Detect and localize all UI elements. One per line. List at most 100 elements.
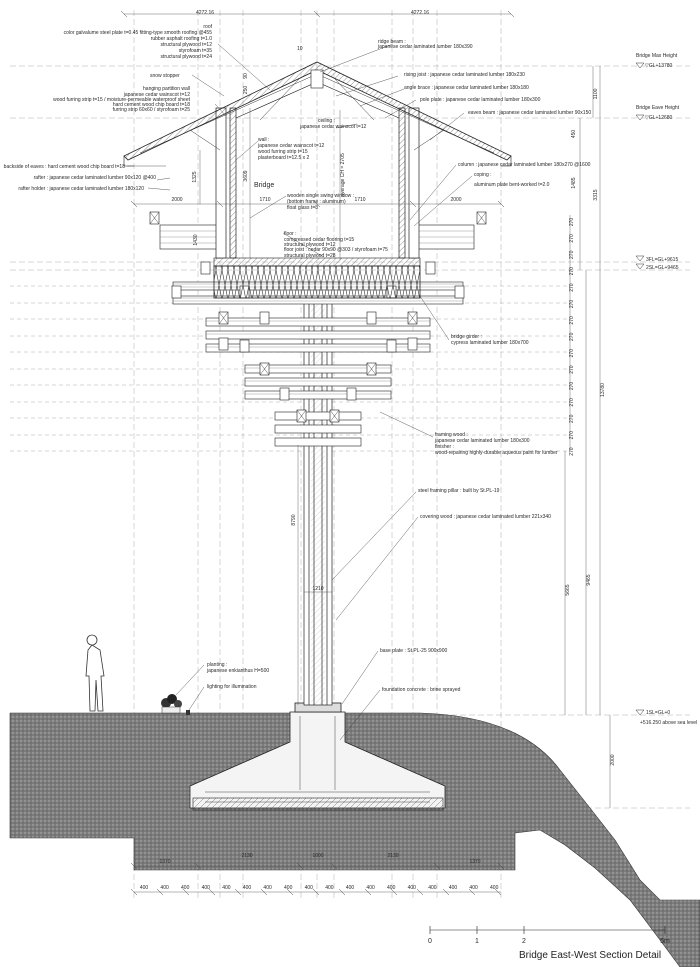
eave-height-name: Bridge Eave Height bbox=[636, 105, 680, 111]
dimension-lines bbox=[124, 13, 611, 893]
dim-400-label: 400 bbox=[263, 885, 272, 891]
dim-400-label: 400 bbox=[366, 885, 375, 891]
wall-1: japanese cedar wainscot t=12 bbox=[257, 143, 325, 149]
dim-400-label: 400 bbox=[160, 885, 169, 891]
bottom-1000: 1000 bbox=[312, 853, 323, 859]
foundation-base bbox=[192, 797, 444, 811]
hanging-wall-3: hard cement wood chip board t=18 bbox=[113, 102, 190, 108]
roof-label-5: structural plywood t=24 bbox=[160, 54, 212, 60]
sea-level-label: +516.250 above sea level bbox=[640, 720, 697, 726]
scale-2: 2 bbox=[522, 938, 526, 945]
max-height-value: ▽GL+13780 bbox=[645, 63, 673, 69]
roof-label-2: rubber asphalt roofing t=1.0 bbox=[151, 36, 213, 42]
eaves-ends bbox=[123, 156, 512, 167]
dim-1210: 1210 bbox=[312, 586, 323, 592]
roof-label-1: color galvalume steel plate t=0.45 fitti… bbox=[64, 30, 213, 36]
drawing-title: Bridge East-West Section Detail bbox=[519, 950, 662, 961]
roof-label-0: roof bbox=[203, 24, 212, 30]
floor-3: floor joist : cedar 90x90 @303 / styrofo… bbox=[284, 247, 388, 253]
scale-1: 1 bbox=[475, 938, 479, 945]
coping-1: aluminum plate bent-worked t=2.0 bbox=[474, 182, 550, 188]
floor-beam-lines bbox=[160, 230, 474, 244]
dim-1710-left: 1710 bbox=[259, 197, 270, 203]
dimension-ticks bbox=[120, 10, 515, 896]
fl1-label: 1SL=GL+0 bbox=[646, 710, 670, 716]
ceiling-0: ceiling : bbox=[318, 118, 335, 124]
ridge-beam bbox=[310, 69, 324, 89]
rafter-label: rafter : japanese cedar laminated lumber… bbox=[34, 175, 157, 181]
dim-1485: 1485 bbox=[571, 177, 577, 188]
window-0: wooden single swing window : bbox=[287, 193, 354, 199]
girder-0: bridge girder : bbox=[451, 334, 482, 340]
leader-lines bbox=[127, 43, 473, 741]
walls bbox=[215, 107, 420, 259]
dim-400-label: 400 bbox=[408, 885, 417, 891]
bottom-2130-a: 2130 bbox=[241, 853, 252, 859]
hanging-wall-0: hanging partition wall bbox=[143, 86, 190, 92]
eaves-beam: eaves beam : japanese cedar laminated lu… bbox=[468, 110, 591, 116]
scale-bar bbox=[429, 926, 666, 934]
framing-0: framing wood : bbox=[435, 432, 468, 438]
roof-label-3: structural plywood t=12 bbox=[160, 42, 212, 48]
scale-5m: 5m bbox=[660, 938, 670, 945]
dim-270-label: 270 bbox=[569, 283, 575, 292]
wall-3: plasterboard t=12.5 x 2 bbox=[258, 155, 310, 161]
window-2: float glass t=8 bbox=[287, 205, 318, 211]
dim-5665: 5665 bbox=[565, 584, 571, 595]
hanging-wall-2: wood furring strip t=15 / moisture-perme… bbox=[53, 97, 190, 103]
ceiling-1: japanese cedar wainscot t=12 bbox=[299, 124, 367, 130]
dim-400-label: 400 bbox=[325, 885, 334, 891]
dim-3315: 3315 bbox=[593, 189, 599, 200]
dim-pitch: 10 bbox=[297, 46, 303, 52]
dim-3609: 3609 bbox=[243, 170, 249, 181]
level-markers bbox=[635, 62, 645, 716]
dim-270-label: 270 bbox=[569, 447, 575, 456]
dim-400-label: 400 bbox=[305, 885, 314, 891]
window-1: (bottom frame : aluminum) bbox=[287, 199, 346, 205]
fl2-label: 2SL=GL+9465 bbox=[646, 265, 679, 271]
lighting-label: lighting for illumination bbox=[207, 684, 257, 690]
column-label: column : japanese cedar laminated lumber… bbox=[458, 162, 591, 168]
avg-ch: average CH = 2705 bbox=[340, 153, 346, 197]
hanging-wall-4: furring strip 60x60 / styrofoam t=25 bbox=[113, 107, 191, 113]
framing-3: wood-repairing highly-durable aqueous pa… bbox=[435, 450, 558, 456]
max-height-name: Bridge Max Height bbox=[636, 53, 678, 59]
dim-1325: 1325 bbox=[192, 171, 198, 182]
framing-2: finisher : bbox=[435, 444, 454, 450]
foundation-label: foundation concrete : brine sprayed bbox=[382, 687, 461, 693]
base-plate-label: base plate : St.PL-25 900x900 bbox=[380, 648, 447, 654]
dim-400-label: 400 bbox=[449, 885, 458, 891]
room-label: Bridge bbox=[254, 182, 274, 189]
dim-270-label: 270 bbox=[569, 234, 575, 243]
dim-270-label: 270 bbox=[569, 267, 575, 276]
roof-label-4: styrofoam t=35 bbox=[179, 48, 212, 54]
dim-270-label: 270 bbox=[569, 349, 575, 358]
dim-90: 90 bbox=[243, 73, 249, 79]
floor-slab bbox=[213, 257, 421, 267]
framing-1: japanese cedar laminated lumber 180x300 bbox=[434, 438, 530, 444]
dim-1710-right: 1710 bbox=[354, 197, 365, 203]
floor-1: compressed cedar flooring t=15 bbox=[284, 237, 354, 243]
dim-1100: 1100 bbox=[593, 88, 599, 99]
rising-joist: rising joist : japanese cedar laminated … bbox=[404, 72, 525, 78]
dim-top-right: 4272.16 bbox=[411, 10, 429, 16]
dim-400-label: 400 bbox=[243, 885, 252, 891]
dim-270-label: 270 bbox=[569, 332, 575, 341]
dim-270-label: 270 bbox=[569, 398, 575, 407]
dim-270-label: 270 bbox=[569, 414, 575, 423]
foundation-concrete bbox=[189, 711, 446, 809]
planting-1: japanese enkianthus H=500 bbox=[206, 668, 269, 674]
foundation-rebar bbox=[205, 716, 430, 803]
backside-eaves: backside of eaves : hard cement wood chi… bbox=[4, 164, 126, 170]
roof-outline bbox=[123, 61, 512, 161]
snow-stopper-label: snow stopper bbox=[150, 73, 180, 79]
wall-0: wall : bbox=[258, 137, 269, 143]
dim-400-label: 400 bbox=[346, 885, 355, 891]
ground-section bbox=[9, 712, 700, 967]
ridge-beam-1: japanese cedar laminated lumber 180x390 bbox=[377, 44, 473, 50]
dim-8790: 8790 bbox=[291, 514, 297, 525]
dim-1430: 1430 bbox=[193, 234, 199, 245]
ridge-beam-0: ridge beam : bbox=[378, 39, 406, 45]
